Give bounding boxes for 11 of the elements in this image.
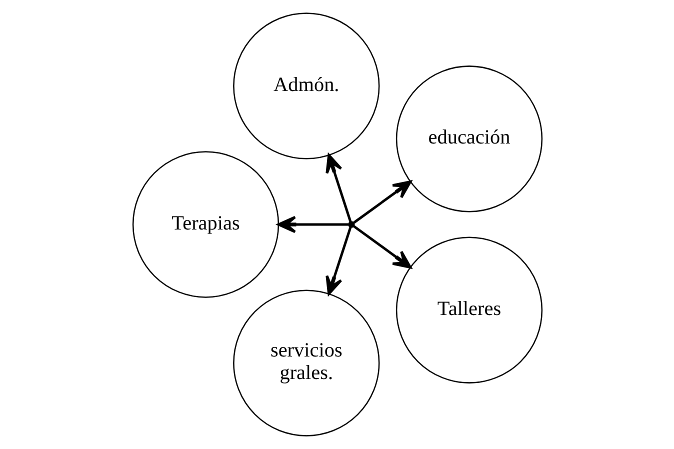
node-circle: servicios grales. [232,290,380,436]
arrow [325,227,352,296]
arrow [325,154,352,222]
node-circle: Terapias [132,151,279,298]
node-point [348,221,354,228]
node-circle: Admón. [232,12,380,160]
arrow [352,225,412,269]
arrow [276,216,348,234]
node-circle: Talleres [395,236,542,384]
node-circle: educación [395,66,542,212]
arrow [352,180,412,224]
